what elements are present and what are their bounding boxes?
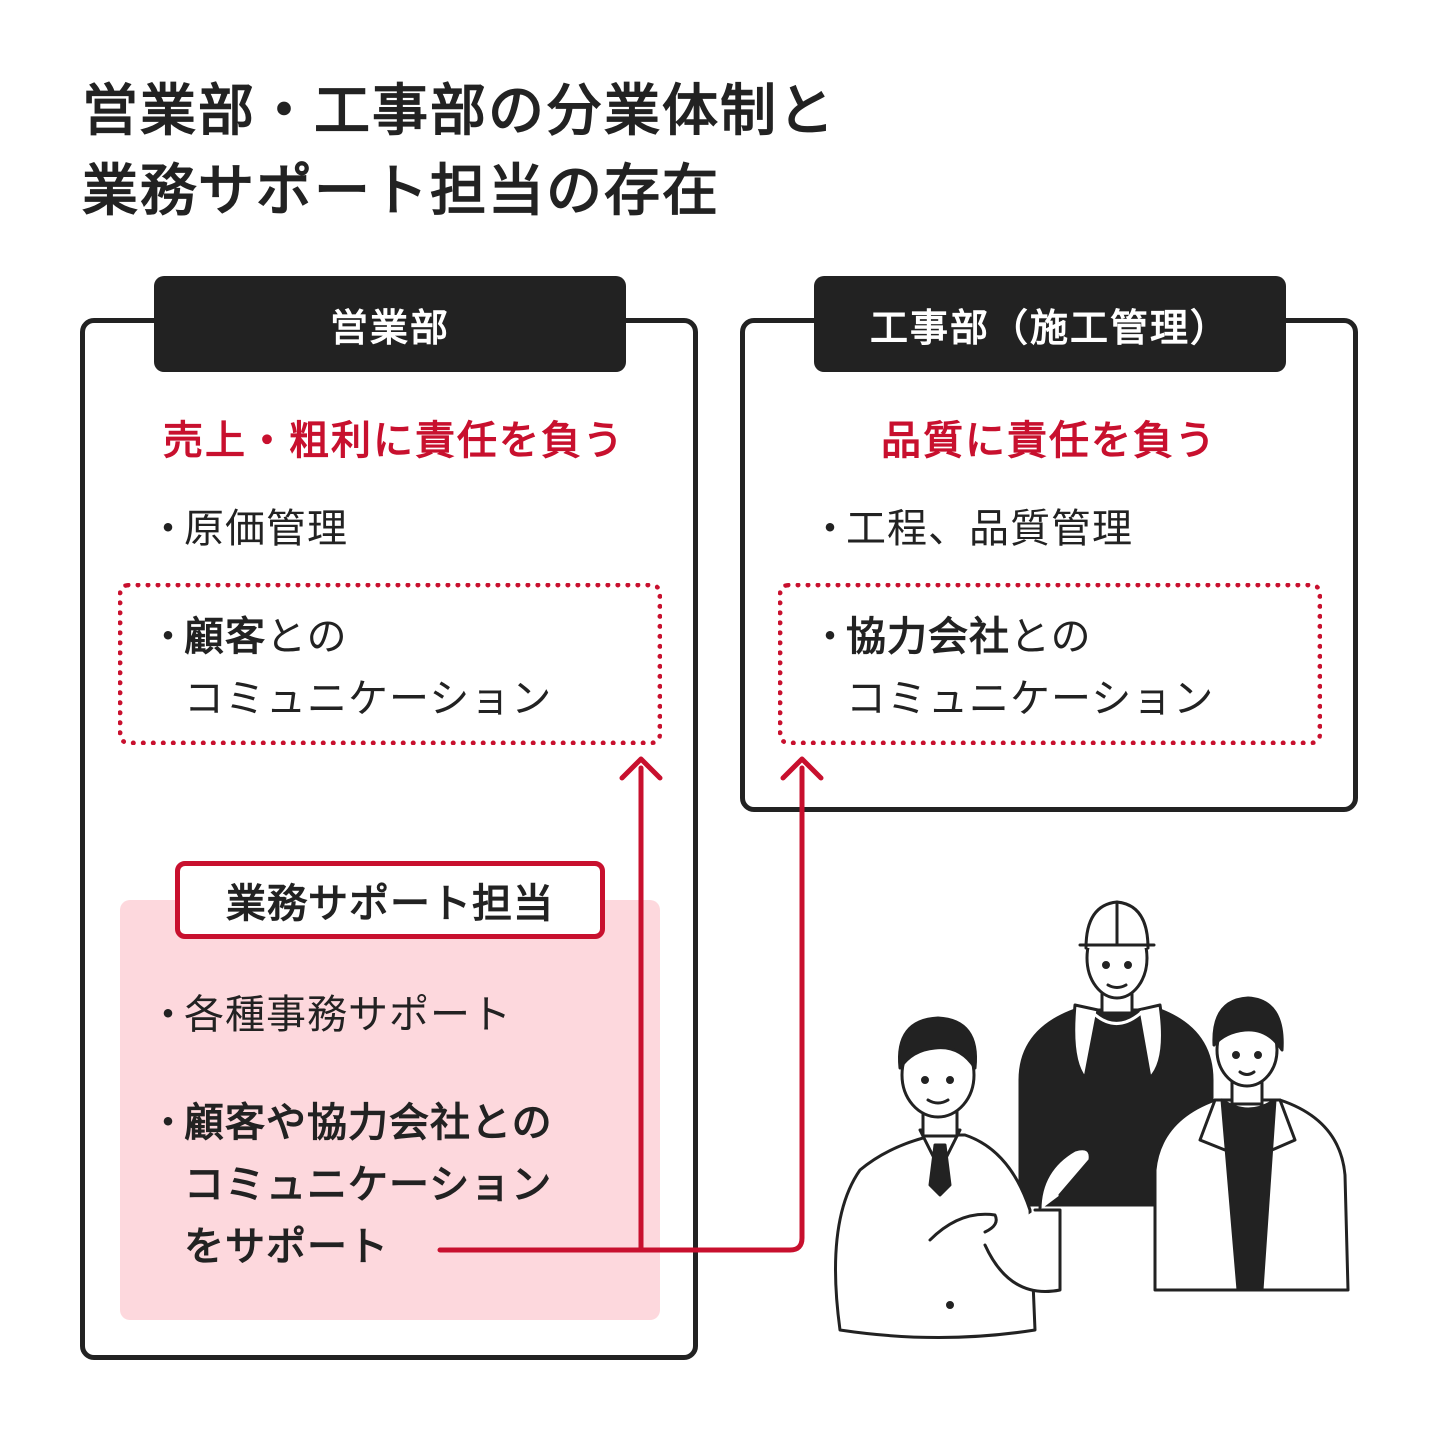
support-arrows — [437, 756, 824, 1253]
sales-item-bold: 顧客 — [184, 614, 266, 660]
arrow-head-sales — [619, 756, 663, 781]
support-item-line3: をサポート — [184, 1224, 389, 1270]
young-man-icon — [1153, 996, 1350, 1292]
sales-tab: 営業部 — [154, 276, 626, 372]
construction-item-communication: ・ 協力会社との コミュニケーション — [810, 606, 1215, 730]
arrow-to-construction — [638, 765, 805, 1253]
construction-item-bold: 協力会社 — [846, 614, 1010, 660]
bullet-mark: ・ — [148, 1100, 189, 1146]
construction-item-line2: コミュニケーション — [846, 676, 1215, 722]
support-item-office-text: 各種事務サポート — [184, 992, 512, 1038]
sales-highlight-box — [118, 583, 662, 745]
bullet-mark: ・ — [810, 506, 851, 552]
construction-tab: 工事部（施工管理） — [814, 276, 1286, 372]
sales-item-cost: ・ 原価管理 — [148, 498, 348, 560]
bullet-mark: ・ — [810, 614, 851, 660]
sales-item-cost-text: 原価管理 — [184, 506, 348, 552]
bullet-mark: ・ — [148, 614, 189, 660]
sales-responsibility: 売上・粗利に責任を負う — [163, 418, 625, 464]
title-line-2: 業務サポート担当の存在 — [82, 159, 720, 224]
businessman-icon — [834, 1016, 1092, 1339]
title-line-1: 営業部・工事部の分業体制と — [82, 79, 836, 144]
sales-item-rest: との — [266, 614, 348, 660]
sales-item-communication: ・ 顧客との コミュニケーション — [148, 606, 553, 730]
construction-item-process: ・ 工程、品質管理 — [810, 498, 1133, 560]
bullet-mark: ・ — [148, 506, 189, 552]
sales-item-line2: コミュニケーション — [184, 676, 553, 722]
page-title: 営業部・工事部の分業体制と 業務サポート担当の存在 — [82, 72, 836, 232]
arrow-head-construction — [780, 756, 824, 781]
construction-item-process-text: 工程、品質管理 — [846, 506, 1133, 552]
support-item-line2: コミュニケーション — [184, 1162, 553, 1208]
arrow-to-sales — [437, 765, 644, 1253]
support-item-communication: ・ 顧客や協力会社との コミュニケーション をサポート — [148, 1092, 553, 1278]
support-item-line1: 顧客や協力会社との — [184, 1100, 553, 1146]
support-item-office: ・ 各種事務サポート — [148, 984, 512, 1046]
bullet-mark: ・ — [148, 992, 189, 1038]
construction-responsibility: 品質に責任を負う — [881, 418, 1217, 464]
support-label: 業務サポート担当 — [175, 861, 605, 939]
construction-highlight-box — [778, 583, 1322, 745]
construction-item-rest: との — [1010, 614, 1092, 660]
